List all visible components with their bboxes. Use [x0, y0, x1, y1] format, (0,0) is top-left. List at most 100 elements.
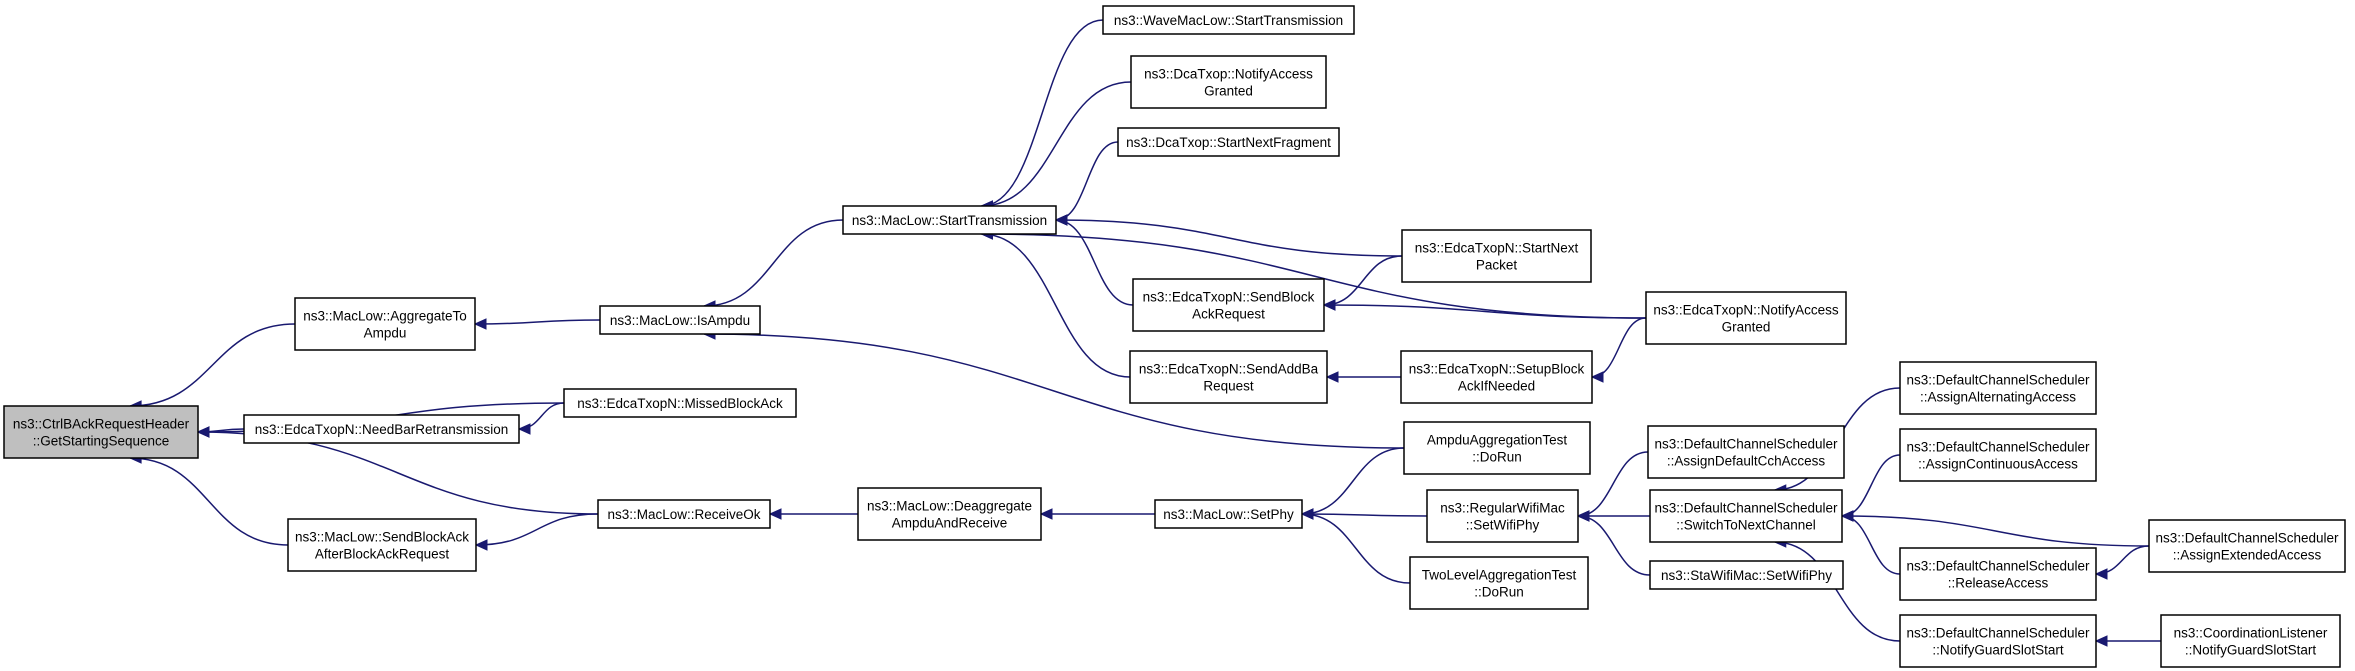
node-coordguard[interactable]: ns3::CoordinationListener::NotifyGuardSl…: [2160, 614, 2341, 668]
edge-wavestart-to-starttx: [980, 19, 1104, 212]
node-release[interactable]: ns3::DefaultChannelScheduler::ReleaseAcc…: [1899, 547, 2097, 601]
edge-assignext-to-release: [2094, 545, 2150, 580]
edge-line: [1301, 513, 1428, 517]
node-label-line: Ampdu: [364, 326, 407, 341]
node-label-line: ::AssignContinuousAccess: [1918, 457, 2078, 472]
node-label-line: ns3::EdcaTxopN::StartNext: [1415, 241, 1579, 256]
edge-line: [1841, 454, 1901, 517]
edge-arrowhead: [196, 426, 210, 438]
node-regularphy[interactable]: ns3::RegularWifiMac::SetWifiPhy: [1426, 489, 1579, 543]
edge-line: [981, 233, 1647, 319]
node-label-line: AfterBlockAckRequest: [315, 547, 450, 562]
edge-line: [1055, 219, 1134, 306]
node-label-line: ns3::RegularWifiMac: [1440, 501, 1565, 516]
node-label-line: ::NotifyGuardSlotStart: [2185, 643, 2317, 658]
node-label-line: ns3::MacLow::Deaggregate: [867, 499, 1032, 514]
node-isampdu[interactable]: ns3::MacLow::IsAmpdu: [599, 305, 761, 335]
node-label-line: ns3::WaveMacLow::StartTransmission: [1114, 13, 1343, 28]
node-label-line: ::NotifyGuardSlotStart: [1932, 643, 2064, 658]
edge-twolevel-to-setphy: [1300, 508, 1411, 584]
node-assignext[interactable]: ns3::DefaultChannelScheduler::AssignExte…: [2148, 519, 2346, 573]
node-label-line: ::AssignExtendedAccess: [2173, 548, 2322, 563]
edge-coordguard-to-notifyguard: [2094, 635, 2161, 647]
node-label-line: AckRequest: [1192, 307, 1265, 322]
node-label-line: ns3::MacLow::StartTransmission: [852, 213, 1047, 228]
edge-arrowhead: [1840, 510, 1854, 522]
edge-line: [981, 233, 1131, 378]
node-box: [1899, 614, 2097, 668]
edge-edcanotify-to-sendbar: [1322, 299, 1647, 319]
node-assigncont[interactable]: ns3::DefaultChannelScheduler::AssignCont…: [1899, 428, 2097, 482]
node-receiveok[interactable]: ns3::MacLow::ReceiveOk: [597, 499, 771, 529]
node-box: [1899, 428, 2097, 482]
node-label-line: ns3::EdcaTxopN::MissedBlockAck: [577, 396, 783, 411]
node-label-line: Granted: [1722, 320, 1771, 335]
node-box: [597, 499, 771, 529]
node-box: [1154, 499, 1303, 529]
node-box: [1102, 5, 1355, 35]
node-label-line: ns3::EdcaTxopN::NotifyAccess: [1653, 303, 1839, 318]
edge-dcanext-to-starttx: [1054, 141, 1119, 226]
edge-line: [1577, 515, 1651, 576]
edge-arrowhead: [768, 508, 782, 520]
node-box: [1400, 350, 1593, 404]
node-missed[interactable]: ns3::EdcaTxopN::MissedBlockAck: [563, 388, 797, 418]
node-staphy[interactable]: ns3::StaWifiMac::SetWifiPhy: [1649, 560, 1844, 590]
node-notifyguard[interactable]: ns3::DefaultChannelScheduler::NotifyGuar…: [1899, 614, 2097, 668]
node-twolevel[interactable]: TwoLevelAggregationTest::DoRun: [1409, 556, 1589, 610]
node-starttx[interactable]: ns3::MacLow::StartTransmission: [842, 205, 1057, 235]
node-label-line: ns3::MacLow::ReceiveOk: [607, 507, 760, 522]
node-label-line: ::ReleaseAccess: [1948, 576, 2049, 591]
node-label-line: ns3::StaWifiMac::SetWifiPhy: [1661, 568, 1832, 583]
node-ampdutest[interactable]: AmpduAggregationTest::DoRun: [1403, 421, 1591, 475]
edge-arrowhead: [1054, 214, 1068, 226]
node-dcanext[interactable]: ns3::DcaTxop::StartNextFragment: [1117, 127, 1340, 157]
node-box: [1403, 421, 1591, 475]
node-box: [1130, 55, 1327, 109]
node-sendbaafter[interactable]: ns3::MacLow::SendBlockAckAfterBlockAckRe…: [287, 518, 477, 572]
node-label-line: ns3::MacLow::SetPhy: [1163, 507, 1294, 522]
node-box: [1899, 547, 2097, 601]
node-label-line: ::AssignDefaultCchAccess: [1667, 454, 1826, 469]
node-label-line: AckIfNeeded: [1458, 379, 1535, 394]
node-needbar[interactable]: ns3::EdcaTxopN::NeedBarRetransmission: [243, 414, 520, 444]
node-switchnext[interactable]: ns3::DefaultChannelScheduler::SwitchToNe…: [1649, 489, 1843, 543]
edge-arrowhead: [1322, 299, 1336, 311]
edge-line: [1301, 447, 1405, 515]
node-box: [3, 405, 199, 459]
edge-startnextpkt-to-sendbar: [1322, 255, 1403, 311]
edge-assignext-to-switchnext: [1840, 510, 2150, 547]
node-label-line: Request: [1203, 379, 1254, 394]
edge-line: [130, 323, 296, 407]
edge-line: [1301, 513, 1411, 584]
node-box: [1129, 350, 1328, 404]
edge-missed-to-needbar: [517, 402, 565, 435]
node-assigndefault[interactable]: ns3::DefaultChannelScheduler::AssignDefa…: [1647, 425, 1845, 479]
node-assignalt[interactable]: ns3::DefaultChannelScheduler::AssignAlte…: [1899, 361, 2097, 415]
edge-line: [981, 19, 1104, 207]
edge-arrowhead: [1576, 510, 1590, 522]
node-box: [1645, 291, 1847, 345]
node-setphy[interactable]: ns3::MacLow::SetPhy: [1154, 499, 1303, 529]
node-box: [1649, 560, 1844, 590]
node-label-line: ::DoRun: [1472, 450, 1522, 465]
node-root[interactable]: ns3::CtrlBAckRequestHeader::GetStartingS…: [3, 405, 199, 459]
node-wavestart[interactable]: ns3::WaveMacLow::StartTransmission: [1102, 5, 1355, 35]
edge-staphy-to-regularphy: [1576, 510, 1651, 576]
edge-line: [1841, 515, 2150, 547]
edge-sendbaafter-to-root: [128, 452, 289, 546]
call-nodes: ns3::CtrlBAckRequestHeader::GetStartingS…: [3, 5, 2346, 668]
node-box: [1899, 361, 2097, 415]
node-label-line: TwoLevelAggregationTest: [1422, 568, 1577, 583]
node-label-line: ns3::DefaultChannelScheduler: [1906, 440, 2090, 455]
node-label-line: ::DoRun: [1474, 585, 1524, 600]
node-label-line: ns3::DefaultChannelScheduler: [1906, 559, 2090, 574]
